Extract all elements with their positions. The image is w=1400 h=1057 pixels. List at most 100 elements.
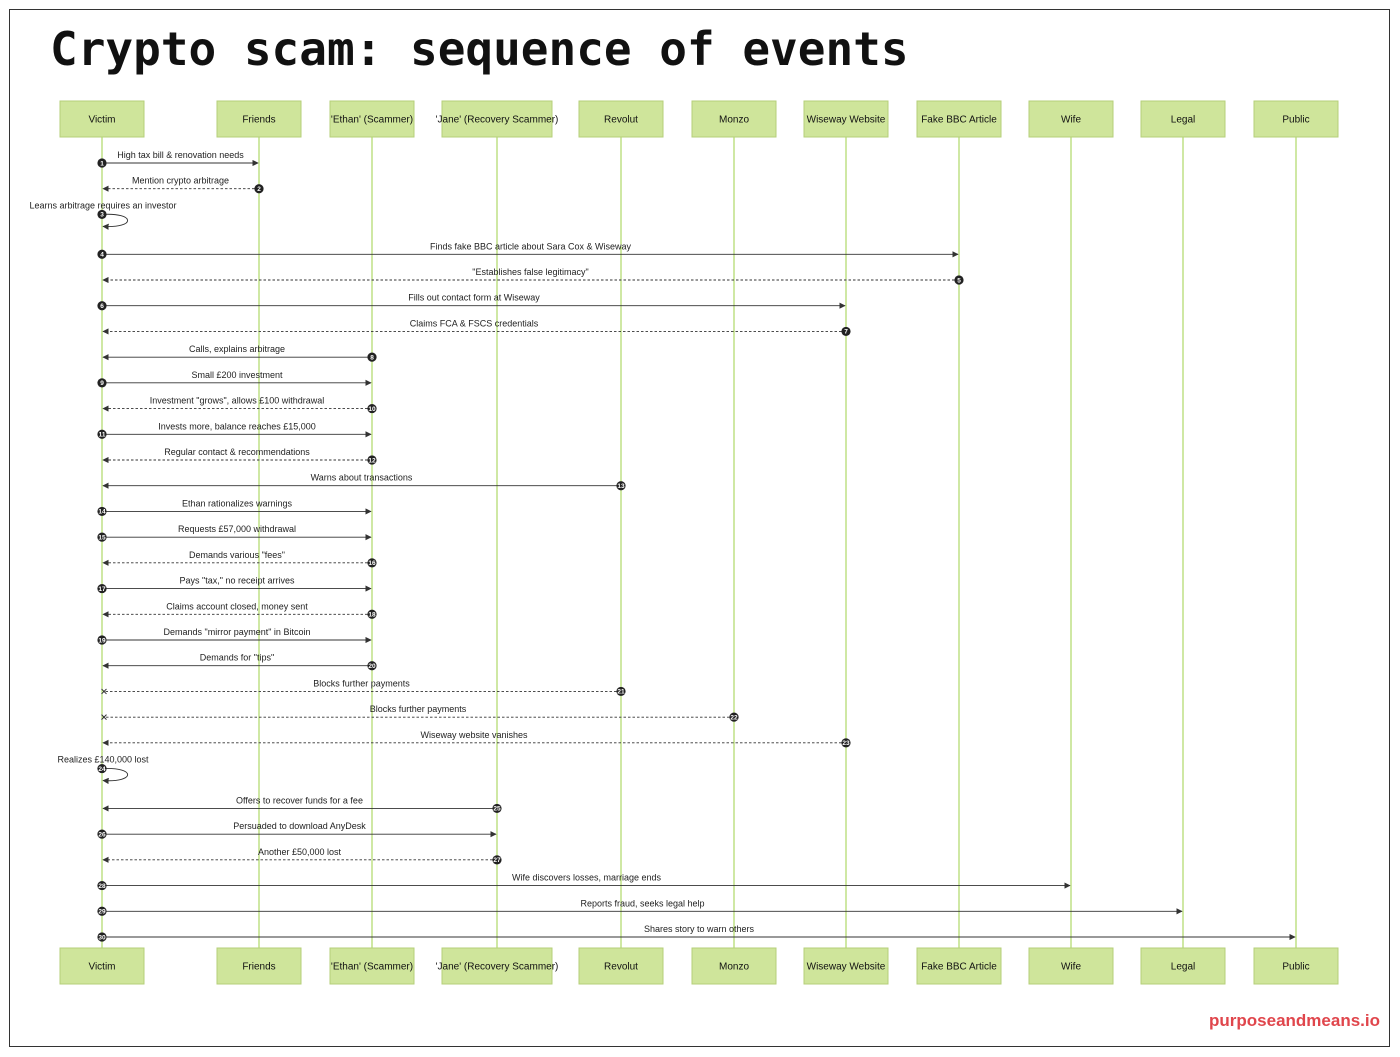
sequence-badge bbox=[367, 455, 377, 465]
message-label: Small £200 investment bbox=[191, 370, 283, 380]
participant-box bbox=[441, 100, 553, 138]
sequence-number: 28 bbox=[98, 883, 106, 890]
message-label: Invests more, balance reaches £15,000 bbox=[158, 421, 316, 431]
sequence-badge bbox=[97, 378, 107, 388]
message-label: Learns arbitrage requires an investor bbox=[29, 200, 176, 210]
participant-top-friends: Friends bbox=[216, 100, 302, 138]
sequence-number: 30 bbox=[98, 934, 106, 941]
message-30: Shares story to warn others 30 bbox=[97, 924, 1296, 942]
sequence-number: 21 bbox=[617, 689, 625, 696]
message-label: Blocks further payments bbox=[313, 678, 410, 688]
sequence-number: 17 bbox=[98, 586, 106, 593]
participant-label: 'Jane' (Recovery Scammer) bbox=[436, 115, 559, 126]
page-title: Crypto scam: sequence of events bbox=[50, 22, 909, 76]
participant-box bbox=[803, 100, 889, 138]
message-11: Invests more, balance reaches £15,000 11 bbox=[97, 421, 372, 439]
sequence-badge bbox=[97, 506, 107, 517]
message-label: Another £50,000 lost bbox=[258, 847, 342, 857]
message-label: Finds fake BBC article about Sara Cox & … bbox=[430, 241, 632, 251]
sequence-number: 18 bbox=[368, 612, 376, 619]
participant-label: Wife bbox=[1061, 115, 1081, 126]
sequence-number: 4 bbox=[100, 252, 104, 259]
participant-box bbox=[216, 947, 302, 985]
sequence-badge bbox=[97, 158, 107, 168]
sequence-badge bbox=[97, 209, 107, 220]
participant-box bbox=[691, 947, 777, 985]
participant-label: Fake BBC Article bbox=[921, 115, 997, 126]
message-21: Blocks further payments 21 bbox=[101, 678, 626, 697]
participant-bottom-victim: Victim bbox=[59, 947, 145, 985]
message-label: Demands "mirror payment" in Bitcoin bbox=[164, 627, 311, 637]
participant-top-public: Public bbox=[1253, 100, 1339, 138]
message-10: Investment "grows", allows £100 withdraw… bbox=[102, 396, 377, 414]
message-label: Offers to recover funds for a fee bbox=[236, 795, 363, 805]
message-26: Persuaded to download AnyDesk 26 bbox=[97, 821, 497, 839]
message-arrow bbox=[101, 213, 129, 230]
message-5: "Establishes false legitimacy"5 bbox=[102, 267, 964, 285]
sequence-number: 15 bbox=[98, 534, 106, 541]
sequence-number: 5 bbox=[957, 277, 961, 284]
message-6: Fills out contact form at Wiseway 6 bbox=[97, 293, 846, 311]
sequence-badge bbox=[97, 429, 107, 439]
participant-label: Wiseway Website bbox=[807, 962, 886, 973]
message-label: Claims FCA & FSCS credentials bbox=[410, 318, 539, 328]
participant-bottom-friends: Friends bbox=[216, 947, 302, 985]
message-label: Wife discovers losses, marriage ends bbox=[512, 873, 662, 883]
participant-label: Friends bbox=[242, 115, 275, 126]
participant-box bbox=[578, 100, 664, 138]
participant-box bbox=[578, 947, 664, 985]
cross-end bbox=[101, 714, 107, 720]
message-label: Calls, explains arbitrage bbox=[189, 344, 285, 354]
participant-top-wife: Wife bbox=[1028, 100, 1114, 138]
message-4: Finds fake BBC article about Sara Cox & … bbox=[97, 241, 959, 259]
sequence-number: 12 bbox=[368, 457, 376, 464]
participant-bottom-public: Public bbox=[1253, 947, 1339, 985]
message-label: Shares story to warn others bbox=[644, 924, 755, 934]
message-label: Realizes £140,000 lost bbox=[57, 755, 149, 765]
sequence-badge bbox=[616, 481, 626, 491]
sequence-number: 11 bbox=[99, 432, 106, 439]
sequence-badge bbox=[841, 326, 851, 337]
message-label: Regular contact & recommendations bbox=[164, 447, 310, 457]
participant-label: Fake BBC Article bbox=[921, 962, 997, 973]
sequence-number: 2 bbox=[257, 186, 261, 193]
sequence-number: 6 bbox=[100, 303, 104, 310]
message-label: Demands various "fees" bbox=[189, 550, 285, 560]
message-label: Persuaded to download AnyDesk bbox=[233, 821, 366, 831]
participant-bottom-legal: Legal bbox=[1140, 947, 1226, 985]
sequence-number: 26 bbox=[98, 831, 106, 838]
sequence-badge bbox=[367, 661, 377, 671]
sequence-number: 29 bbox=[98, 909, 106, 916]
sequence-number: 23 bbox=[842, 740, 850, 747]
sequence-badge bbox=[841, 738, 851, 748]
sequence-badge bbox=[97, 880, 107, 891]
sequence-number: 8 bbox=[370, 354, 374, 361]
sequence-badge bbox=[97, 906, 107, 916]
sequence-badge bbox=[367, 403, 377, 414]
participant-bottom-ethan-scammer: 'Ethan' (Scammer) bbox=[329, 947, 415, 985]
sequence-number: 14 bbox=[98, 509, 106, 516]
participant-label: Friends bbox=[242, 962, 275, 973]
sequence-badge bbox=[97, 583, 107, 594]
message-label: Warns about transactions bbox=[311, 473, 413, 483]
participant-top-fake-bbc-article: Fake BBC Article bbox=[916, 100, 1002, 138]
message-label: Fills out contact form at Wiseway bbox=[408, 293, 540, 303]
participant-box bbox=[216, 100, 302, 138]
sequence-badge bbox=[97, 249, 107, 259]
participant-top-revolut: Revolut bbox=[578, 100, 664, 138]
participant-label: Monzo bbox=[719, 962, 749, 973]
messages: High tax bill & renovation needs1Mention… bbox=[29, 150, 1296, 942]
participant-label: Wiseway Website bbox=[807, 115, 886, 126]
participant-box bbox=[1253, 100, 1339, 138]
message-28: Wife discovers losses, marriage ends 28 bbox=[97, 873, 1071, 891]
